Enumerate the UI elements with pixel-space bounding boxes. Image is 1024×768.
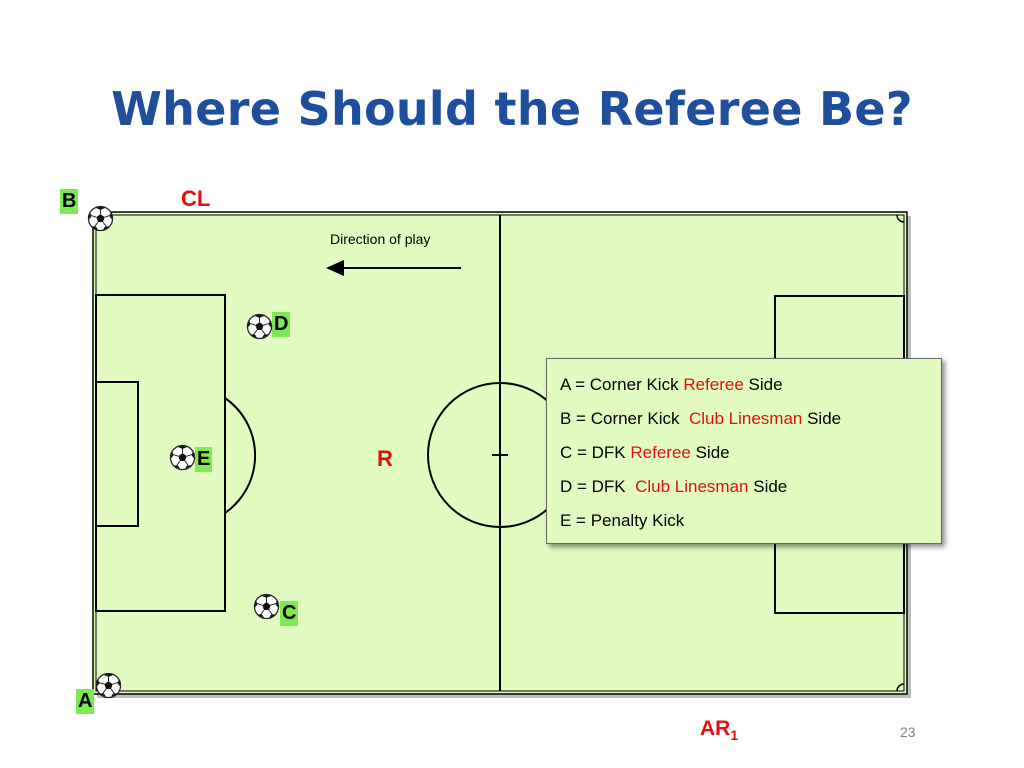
slide-title: Where Should the Referee Be? xyxy=(111,82,913,136)
legend-text: C = DFK xyxy=(560,443,631,462)
legend-highlight: Referee xyxy=(630,443,691,462)
direction-arrow-head xyxy=(326,260,344,276)
left-penalty-arc xyxy=(224,397,257,514)
legend-text: Side xyxy=(743,375,783,394)
assistant-referee-main: AR xyxy=(700,717,731,740)
corner-arc-bottom-right xyxy=(896,683,905,692)
assistant-referee-sub: 1 xyxy=(730,727,739,744)
ball-tag-e: E xyxy=(195,447,213,472)
legend-highlight: Club Linesman xyxy=(688,409,803,428)
legend-box: A = Corner Kick Referee Side B = Corner … xyxy=(546,358,942,544)
slide-number: 23 xyxy=(900,724,916,740)
legend-text: Side xyxy=(802,409,842,428)
direction-of-play-label: Direction of play xyxy=(330,231,431,247)
legend-text: Side xyxy=(690,443,730,462)
legend-highlight: Referee xyxy=(683,375,744,394)
legend-highlight: Club Linesman xyxy=(635,477,749,496)
legend-row: B = Corner Kick Club Linesman Side xyxy=(560,407,941,441)
ball-tag-d: D xyxy=(272,312,291,337)
left-goal-area xyxy=(95,381,139,527)
legend-row: C = DFK Referee Side xyxy=(560,441,941,475)
referee-label: R xyxy=(377,446,393,471)
soccer-ball-icon xyxy=(87,205,114,232)
ball-tag-b: B xyxy=(60,189,79,214)
legend-text: A = Corner Kick xyxy=(560,375,684,394)
legend-text: B = Corner Kick xyxy=(560,409,689,428)
legend-text: Side xyxy=(748,477,788,496)
club-linesman-label: CL xyxy=(181,186,211,211)
corner-arc-top-right xyxy=(896,214,905,223)
legend-row: D = DFK Club Linesman Side xyxy=(560,475,941,509)
soccer-ball-icon xyxy=(253,593,280,620)
soccer-ball-icon xyxy=(95,672,122,699)
soccer-ball-icon xyxy=(169,444,196,471)
legend-text: E = Penalty Kick xyxy=(560,511,685,530)
legend-text: D = DFK xyxy=(560,477,636,496)
ball-tag-a: A xyxy=(76,689,95,714)
legend-row: A = Corner Kick Referee Side xyxy=(560,373,941,407)
soccer-ball-icon xyxy=(246,313,273,340)
legend-row: E = Penalty Kick xyxy=(560,509,941,543)
assistant-referee-label: AR1 xyxy=(700,717,738,743)
ball-tag-c: C xyxy=(280,601,299,626)
